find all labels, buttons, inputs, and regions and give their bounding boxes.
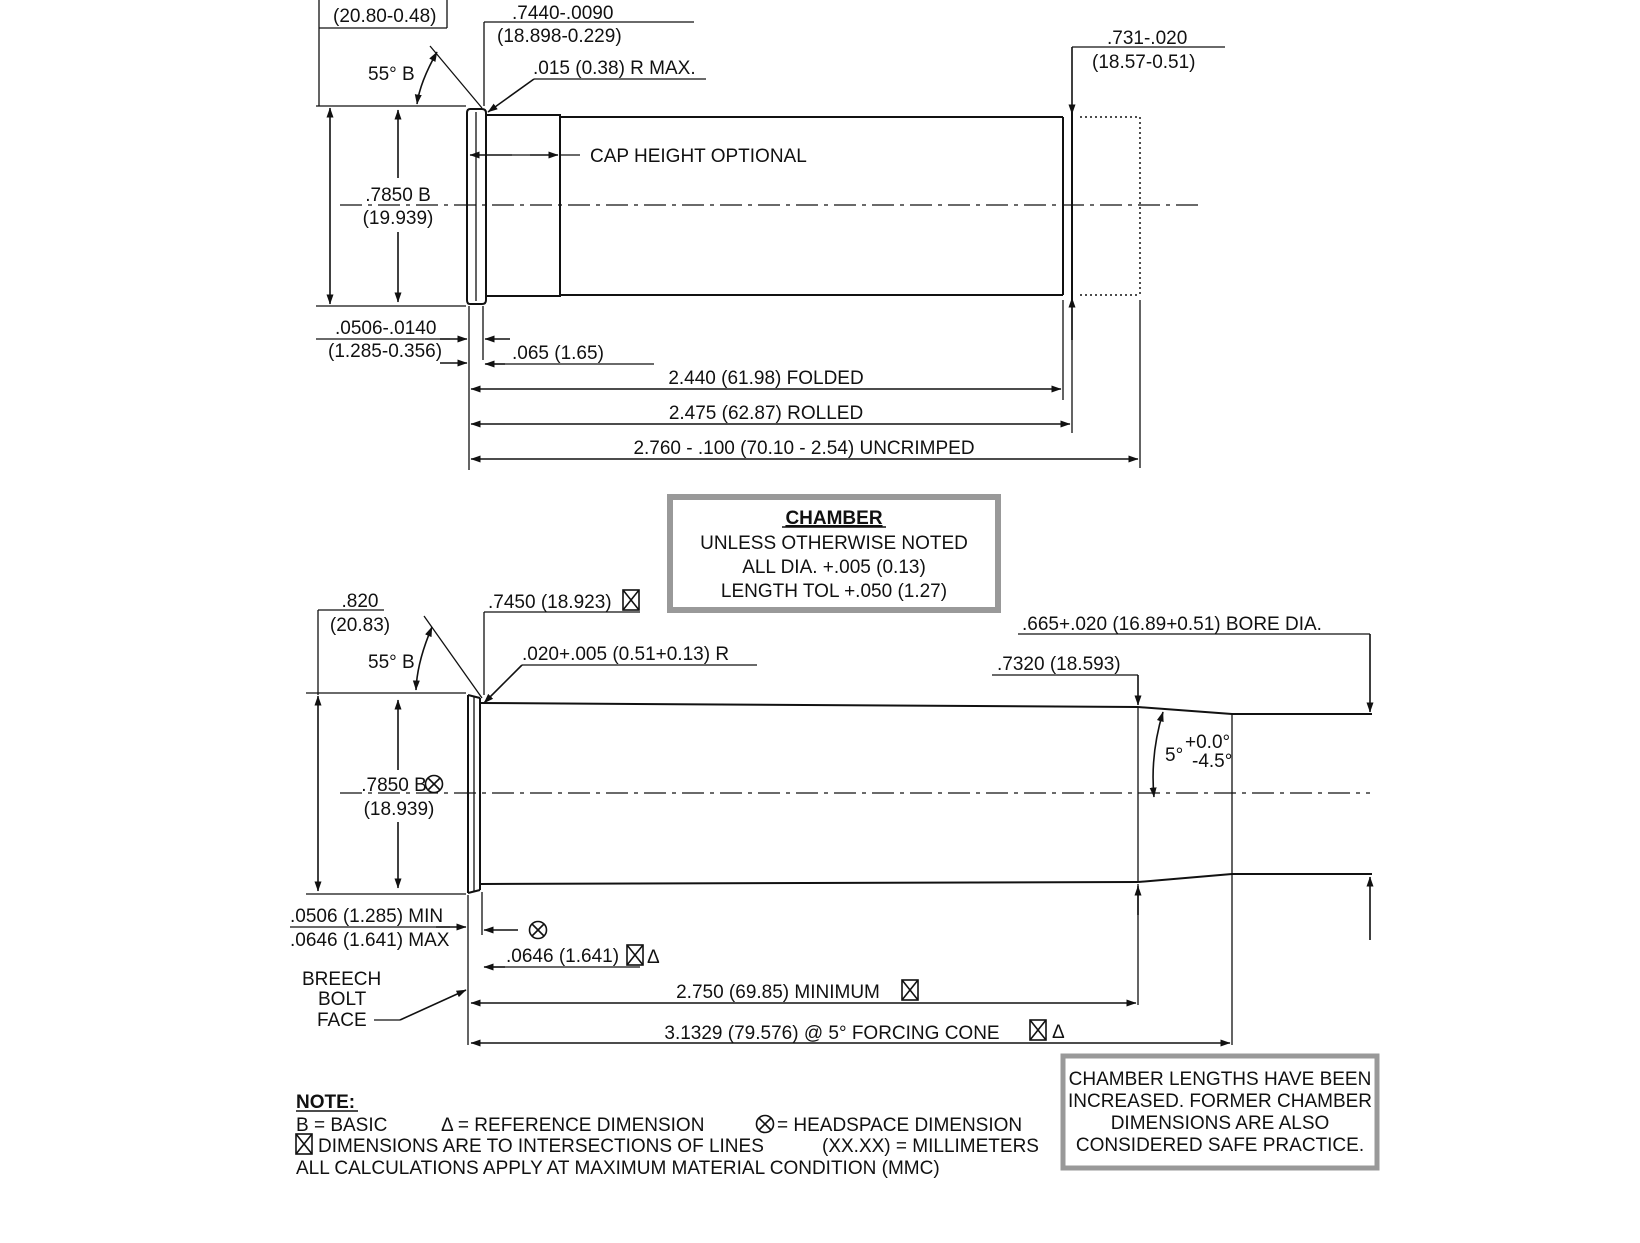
chamber-box-title: CHAMBER <box>785 508 882 529</box>
intersection-symbol <box>622 589 640 611</box>
notes-title: NOTE: <box>296 1092 355 1113</box>
cart-len-uncrimped: 2.760 - .100 (70.10 - 2.54) UNCRIMPED <box>633 438 974 459</box>
intersection-symbol <box>626 944 644 966</box>
chamber-headspace-min: .0506 (1.285) MIN <box>290 906 443 927</box>
side-note-line2: INCREASED. FORMER CHAMBER <box>1068 1091 1372 1112</box>
chamber-head-dia: .7450 (18.923) <box>488 592 612 613</box>
chamber-wall-bottom <box>479 881 1139 885</box>
headspace-symbol <box>755 1114 775 1134</box>
chamber-rim-ref: .0646 (1.641) <box>506 946 619 967</box>
side-note-line1: CHAMBER LENGTHS HAVE BEEN <box>1069 1069 1372 1090</box>
chamber-box-line3: LENGTH TOL +.050 (1.27) <box>721 581 947 602</box>
breech-label-3: FACE <box>317 1010 367 1031</box>
chamber-rim-dia-in: .820 <box>342 591 379 612</box>
chamber-wall-top <box>479 702 1139 708</box>
chamber-len-min: 2.750 (69.85) MINIMUM <box>676 982 880 1003</box>
chamber-cone-tol-plus: +0.0° <box>1185 732 1230 753</box>
cart-body-dia-mm: (19.939) <box>363 208 434 229</box>
chamber-len-cone: 3.1329 (79.576) @ 5° FORCING CONE <box>664 1023 999 1044</box>
chamber-body-dia-mm: (18.939) <box>364 799 435 820</box>
intersection-symbol <box>901 979 919 1001</box>
breech-label-2: BOLT <box>318 989 367 1010</box>
cart-fillet-label: .015 (0.38) R MAX. <box>533 58 696 79</box>
cart-len-folded: 2.440 (61.98) FOLDED <box>668 368 863 389</box>
side-note-box: CHAMBER LENGTHS HAVE BEEN INCREASED. FOR… <box>1060 1053 1380 1171</box>
cart-rim-thick-in: .0506-.0140 <box>335 318 436 339</box>
cart-mouth-dia-in: .731-.020 <box>1107 28 1187 49</box>
chamber-drawing: .820 (20.83) .7450 (18.923) 55° B .020+.… <box>290 589 1374 1047</box>
chamber-tolerance-box: CHAMBER UNLESS OTHERWISE NOTED ALL DIA. … <box>667 494 1001 613</box>
note-mmc: ALL CALCULATIONS APPLY AT MAXIMUM MATERI… <box>296 1158 940 1179</box>
note-reference: Δ = REFERENCE DIMENSION <box>441 1115 704 1136</box>
note-basic: B = BASIC <box>296 1115 387 1136</box>
cartridge-rim <box>466 108 487 305</box>
cart-rim-to-head: .065 (1.65) <box>512 343 604 364</box>
chamber-box-line1: UNLESS OTHERWISE NOTED <box>700 533 968 554</box>
cartridge-cap <box>486 114 561 297</box>
headspace-symbol <box>528 920 548 940</box>
intersection-symbol <box>1029 1019 1047 1041</box>
cart-head-dia-mm: (18.898-0.229) <box>497 26 622 47</box>
cart-rim-thick-mm: (1.285-0.356) <box>328 341 442 362</box>
notes-block: NOTE: B = BASIC Δ = REFERENCE DIMENSION … <box>295 1092 1039 1179</box>
cart-head-dia-in: .7440-.0090 <box>512 3 613 24</box>
chamber-bore-dia: .665+.020 (16.89+0.51) BORE DIA. <box>1022 614 1322 635</box>
breech-label-1: BREECH <box>302 969 381 990</box>
cart-cap-height: CAP HEIGHT OPTIONAL <box>590 146 807 167</box>
chamber-rim-dia-mm: (20.83) <box>330 615 390 636</box>
chamber-fillet-label: .020+.005 (0.51+0.13) R <box>522 644 729 665</box>
reference-symbol: Δ <box>647 947 660 968</box>
note-millimeters: (XX.XX) = MILLIMETERS <box>822 1136 1039 1157</box>
note-intersections: DIMENSIONS ARE TO INTERSECTIONS OF LINES <box>318 1136 764 1157</box>
reference-symbol: Δ <box>1052 1022 1065 1043</box>
headspace-symbol <box>424 774 444 794</box>
chamber-rim-angle: 55° B <box>368 652 415 673</box>
cartridge-drawing: (20.80-0.48) .7440-.0090 (18.898-0.229) … <box>316 0 1225 470</box>
chamber-box-line2: ALL DIA. +.005 (0.13) <box>742 557 926 578</box>
cart-len-rolled: 2.475 (62.87) ROLLED <box>669 403 863 424</box>
intersection-symbol <box>295 1133 313 1155</box>
chamber-body-dia-in: .7850 B <box>361 775 427 796</box>
cart-mouth-dia-mm: (18.57-0.51) <box>1092 52 1196 73</box>
chamber-cone-angle: 5° <box>1165 745 1183 766</box>
cart-rim-dia-label: (20.80-0.48) <box>333 6 437 27</box>
chamber-cone-tol-minus: -4.5° <box>1192 751 1232 772</box>
side-note-line4: CONSIDERED SAFE PRACTICE. <box>1076 1135 1364 1156</box>
cart-body-dia-in: .7850 B <box>365 185 431 206</box>
cart-rim-angle: 55° B <box>368 64 415 85</box>
chamber-headspace-max: .0646 (1.641) MAX <box>290 930 450 951</box>
side-note-line3: DIMENSIONS ARE ALSO <box>1111 1113 1330 1134</box>
note-headspace: = HEADSPACE DIMENSION <box>777 1115 1022 1136</box>
chamber-cone-start-dia: .7320 (18.593) <box>997 654 1121 675</box>
